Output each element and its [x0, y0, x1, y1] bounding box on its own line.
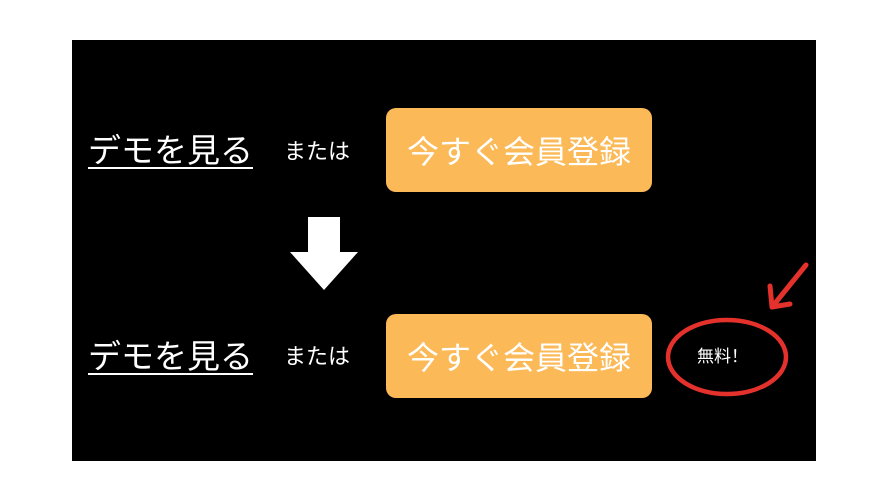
- signup-button-before[interactable]: 今すぐ会員登録: [386, 108, 652, 192]
- demo-link-before[interactable]: デモを見る: [88, 131, 253, 170]
- or-text-after: または: [284, 345, 351, 370]
- free-badge-text: 無料！: [697, 347, 748, 367]
- pointer-arrow-icon: [767, 262, 809, 310]
- or-text-before: または: [284, 140, 351, 165]
- signup-button-after[interactable]: 今すぐ会員登録: [386, 314, 652, 398]
- demo-link-after[interactable]: デモを見る: [88, 337, 253, 376]
- highlight-circle: [665, 317, 789, 397]
